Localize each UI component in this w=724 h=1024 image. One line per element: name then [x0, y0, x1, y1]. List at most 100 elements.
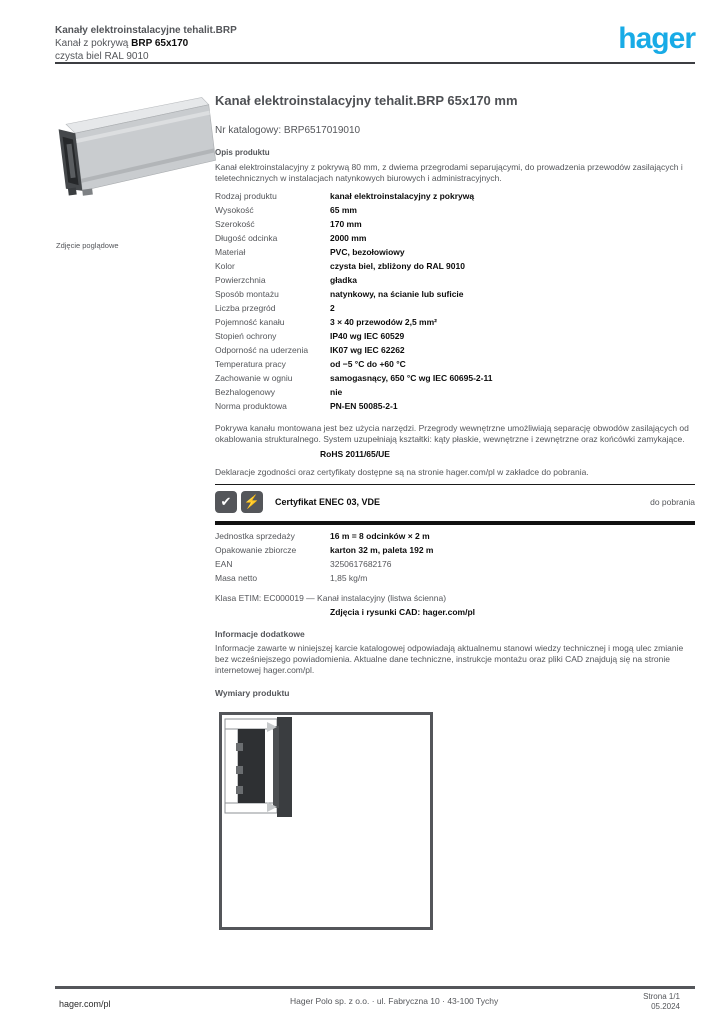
description-section-label: Opis produktu: [215, 148, 270, 157]
table-row: Sposób montażu natynkowy, na ścianie lub…: [215, 289, 695, 303]
table-row: Kolor czysta biel, zbliżony do RAL 9010: [215, 261, 695, 275]
hager-logo: hager: [618, 22, 696, 55]
cad-link-line[interactable]: Zdjęcia i rysunki CAD: hager.com/pl: [330, 607, 476, 617]
row-label: Sposób montażu: [215, 289, 279, 299]
cross-section-drawing: [224, 717, 292, 817]
footer-page-number: Strona 1/1: [643, 992, 680, 1001]
table-row: Rodzaj produktu kanał elektroinstalacyjn…: [215, 191, 695, 205]
dimensions-frame: [219, 712, 433, 930]
row-value: 2000 mm: [330, 233, 367, 243]
section-divider-thin: [215, 484, 695, 485]
row-value: natynkowy, na ścianie lub suficie: [330, 289, 464, 299]
row-label: Temperatura pracy: [215, 359, 286, 369]
row-label: Kolor: [215, 261, 235, 271]
table-row: Jednostka sprzedaży 16 m = 8 odcinków × …: [215, 531, 695, 545]
rohs-statement: RoHS 2011/65/UE: [320, 449, 390, 459]
footer-company-info: Hager Polo sp. z o.o. · ul. Fabryczna 10…: [290, 996, 499, 1006]
table-row: EAN 3250617682176: [215, 559, 695, 573]
row-value: od −5 °C do +60 °C: [330, 359, 406, 369]
table-row: Materiał PVC, bezołowiowy: [215, 247, 695, 261]
row-value: 16 m = 8 odcinków × 2 m: [330, 531, 430, 541]
row-label: Masa netto: [215, 573, 258, 583]
table-row: Norma produktowa PN-EN 50085-2-1: [215, 401, 695, 415]
row-label: Bezhalogenowy: [215, 387, 276, 397]
row-value: 65 mm: [330, 205, 357, 215]
row-label: Długość odcinka: [215, 233, 278, 243]
table-row: Zachowanie w ogniu samogasnący, 650 °C w…: [215, 373, 695, 387]
row-value: 3 × 40 przewodów 2,5 mm²: [330, 317, 437, 327]
row-label: Norma produktowa: [215, 401, 287, 411]
header-line-2: Kanał z pokrywą BRP 65x170: [55, 37, 395, 50]
row-value: gładka: [330, 275, 357, 285]
table-row: Opakowanie zbiorcze karton 32 m, paleta …: [215, 545, 695, 559]
row-label: Liczba przegród: [215, 303, 276, 313]
dimensions-heading: Wymiary produktu: [215, 688, 290, 698]
additional-info-heading: Informacje dodatkowe: [215, 629, 305, 639]
row-value: 170 mm: [330, 219, 362, 229]
row-value: czysta biel, zbliżony do RAL 9010: [330, 261, 465, 271]
product-details: Kanał elektroinstalacyjny tehalit.BRP 65…: [215, 92, 695, 676]
table-row: Bezhalogenowy nie: [215, 387, 695, 401]
row-value: karton 32 m, paleta 192 m: [330, 545, 434, 555]
certificate-check-icon: ✔: [215, 491, 237, 513]
row-value: 3250617682176: [330, 559, 392, 569]
spec-table: Rodzaj produktu kanał elektroinstalacyjn…: [215, 191, 695, 415]
product-title: Kanał elektroinstalacyjny tehalit.BRP 65…: [215, 93, 518, 108]
table-row: Pojemność kanału 3 × 40 przewodów 2,5 mm…: [215, 317, 695, 331]
certification-row: ✔ ⚡ Certyfikat ENEC 03, VDE do pobrania: [215, 491, 695, 513]
header-line-3: czysta biel RAL 9010: [55, 51, 149, 62]
row-value: IK07 wg IEC 62262: [330, 345, 405, 355]
etim-class: Klasa ETIM: EC000019 — Kanał instalacyjn…: [215, 593, 447, 603]
table-row: Powierzchnia gładka: [215, 275, 695, 289]
header-line-1: Kanały elektroinstalacyjne tehalit.BRP: [55, 25, 237, 36]
table-row: Liczba przegród 2: [215, 303, 695, 317]
additional-info-body: Informacje zawarte w niniejszej karcie k…: [215, 643, 684, 675]
trunking-3d-image: [58, 97, 216, 196]
row-label: Szerokość: [215, 219, 255, 229]
row-label: Materiał: [215, 247, 246, 257]
header-divider: [55, 62, 695, 64]
row-label: Zachowanie w ogniu: [215, 373, 293, 383]
product-intro: Kanał elektroinstalacyjny z pokrywą 80 m…: [215, 162, 683, 183]
row-value: samogasnący, 650 °C wg IEC 60695-2-11: [330, 373, 493, 383]
row-label: EAN: [215, 559, 233, 569]
table-row: Szerokość 170 mm: [215, 219, 695, 233]
table-row: Temperatura pracy od −5 °C do +60 °C: [215, 359, 695, 373]
row-value: 1,85 kg/m: [330, 573, 368, 583]
table-row: Stopień ochrony IP40 wg IEC 60529: [215, 331, 695, 345]
catalog-number: Nr katalogowy: BRP6517019010: [215, 125, 361, 136]
product-description: Pokrywa kanału montowana jest bez użycia…: [215, 423, 689, 444]
certification-note: do pobrania: [650, 497, 695, 507]
row-label: Pojemność kanału: [215, 317, 285, 327]
row-value: 2: [330, 303, 335, 313]
certification-text: Certyfikat ENEC 03, VDE: [275, 497, 381, 507]
footer-page-info: Strona 1/1 05.2024: [600, 992, 680, 1012]
row-value: nie: [330, 387, 343, 397]
footer-site-link[interactable]: hager.com/pl: [53, 992, 163, 1016]
row-label: Powierzchnia: [215, 275, 266, 285]
logistics-table: Jednostka sprzedaży 16 m = 8 odcinków × …: [215, 531, 695, 587]
row-label: Rodzaj produktu: [215, 191, 277, 201]
row-label: Wysokość: [215, 205, 254, 215]
row-label: Jednostka sprzedaży: [215, 531, 295, 541]
table-row: Masa netto 1,85 kg/m: [215, 573, 695, 587]
row-value: PN-EN 50085-2-1: [330, 401, 398, 411]
declarations-note: Deklaracje zgodności oraz certyfikaty do…: [215, 467, 589, 477]
table-row: Wysokość 65 mm: [215, 205, 695, 219]
row-value: PVC, bezołowiowy: [330, 247, 405, 257]
row-value: kanał elektroinstalacyjny z pokrywą: [330, 191, 475, 201]
table-row: Odporność na uderzenia IK07 wg IEC 62262: [215, 345, 695, 359]
table-row: Długość odcinka 2000 mm: [215, 233, 695, 247]
product-photo: [55, 84, 217, 196]
footer-date: 05.2024: [651, 1002, 680, 1011]
photo-caption: Zdjęcie poglądowe: [56, 241, 119, 250]
row-label: Odporność na uderzenia: [215, 345, 309, 355]
header-product-info: Kanały elektroinstalacyjne tehalit.BRP K…: [55, 24, 395, 63]
footer-divider: [55, 986, 695, 989]
row-value: IP40 wg IEC 60529: [330, 331, 405, 341]
row-label: Opakowanie zbiorcze: [215, 545, 297, 555]
header-line-2-ref: BRP 65x170: [131, 38, 189, 49]
certificate-electric-icon: ⚡: [241, 491, 263, 513]
row-label: Stopień ochrony: [215, 331, 277, 341]
